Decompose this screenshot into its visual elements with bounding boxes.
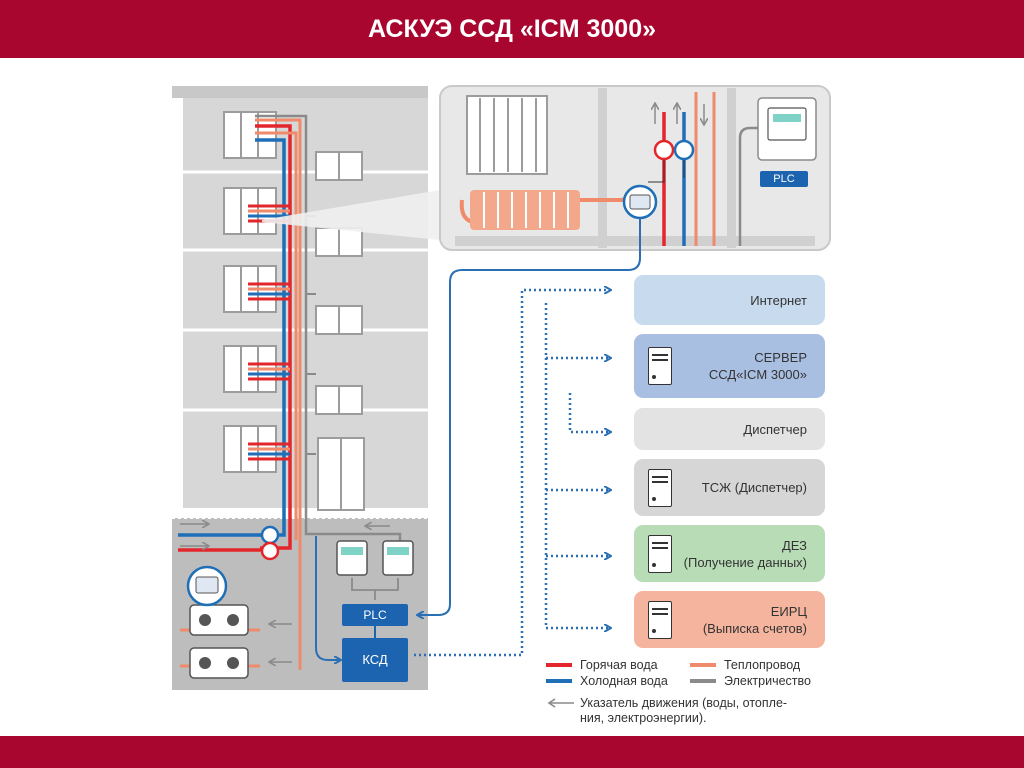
receiver-label: Интернет: [750, 292, 807, 308]
window-right: [315, 227, 363, 257]
window-left: [223, 111, 277, 159]
cold-water-meter-icon: [673, 139, 695, 161]
cold-water-meter-icon: [260, 525, 280, 545]
basement-inlets: [178, 524, 390, 561]
heat-meter-units: [180, 565, 292, 679]
riser-pipes: [255, 114, 402, 670]
legend-cold-water-swatch: [546, 679, 572, 683]
metering-scheme-diagram: [172, 85, 831, 690]
header-bar: [0, 0, 1024, 58]
receiver-eirc: ЕИРЦ(Выписка счетов): [634, 591, 825, 648]
legend-direction-line1: Указатель движения (воды, отопле-: [580, 696, 788, 710]
legend-heat-pipe: Теплопровод: [724, 658, 801, 672]
receiver-internet: Интернет: [634, 275, 825, 325]
legend-hot-water: Горячая вода: [580, 658, 658, 672]
legend-electricity-swatch: [690, 679, 716, 683]
server-icon: [648, 347, 672, 385]
window-right: [315, 305, 363, 335]
window-right: [315, 385, 363, 415]
legend-hot-water-swatch: [546, 663, 572, 667]
footer-bar: [0, 736, 1024, 768]
data-links: [414, 290, 610, 657]
receiver-label: ДЕЗ(Получение данных): [683, 537, 807, 570]
basement-devices: [315, 536, 408, 682]
legend-direction-arrow-icon: [547, 698, 574, 708]
floor-pipes: [248, 204, 316, 461]
plc-top-label: PLC: [773, 173, 795, 185]
plc-basement-label: PLC: [363, 608, 387, 622]
window-right: [315, 151, 363, 181]
legend-electricity: Электричество: [724, 674, 811, 688]
receiver-label: ЕИРЦ(Выписка счетов): [702, 603, 807, 636]
legend-heat-pipe-swatch: [690, 663, 716, 667]
server-icon: [648, 534, 672, 573]
receiver-dispatcher: Диспетчер: [634, 408, 825, 450]
page-title: АСКУЭ ССД «ICM 3000»: [367, 15, 657, 43]
receiver-tszh: ТСЖ (Диспетчер): [634, 459, 825, 516]
receiver-label: Диспетчер: [743, 421, 807, 437]
receiver-dez: ДЕЗ(Получение данных): [634, 525, 825, 582]
server-icon: [648, 600, 672, 639]
legend-direction-line2: ния, электроэнергии).: [580, 711, 707, 725]
hot-water-meter-icon: [653, 139, 675, 161]
server-icon: [648, 468, 672, 507]
apartment-detail-panel: [262, 85, 831, 615]
ksd-label: КСД: [362, 652, 388, 667]
hot-water-meter-icon: [260, 541, 280, 561]
electricity-meters: [336, 540, 414, 600]
legend-cold-water: Холодная вода: [580, 674, 668, 688]
receiver-label: ТСЖ (Диспетчер): [701, 480, 807, 495]
